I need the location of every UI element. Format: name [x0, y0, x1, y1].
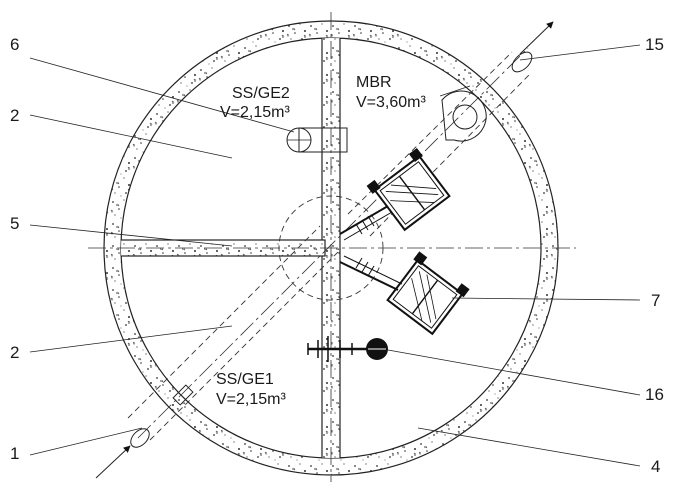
membrane-arm-lower	[339, 255, 403, 291]
callout-2-lower: 2	[10, 343, 19, 362]
compartment-ss-ge2-volume: V=2,15m³	[220, 104, 290, 121]
valve-assembly	[307, 336, 388, 362]
outlet-fitting	[439, 85, 487, 142]
outlet-pipe	[347, 51, 533, 237]
inlet-pipe	[127, 225, 342, 448]
inlet-flow-arrow	[95, 445, 131, 479]
membrane-module-lower	[386, 251, 470, 336]
callout-7: 7	[651, 291, 660, 310]
overflow-pipe	[286, 127, 348, 153]
compartment-ss-ge1-volume: V=2,15m³	[216, 391, 286, 408]
callout-15: 15	[645, 35, 664, 54]
callout-1: 1	[10, 444, 19, 463]
compartment-ss-ge2-name: SS/GE2	[232, 85, 290, 102]
diagonal-pipe-axis	[137, 47, 529, 439]
membrane-module-upper	[366, 147, 451, 232]
leader-lines	[29, 44, 641, 467]
callout-2-upper: 2	[10, 106, 19, 125]
callout-5: 5	[10, 214, 19, 233]
compartment-ss-ge1-name: SS/GE1	[216, 371, 274, 388]
callout-4: 4	[651, 457, 660, 476]
compartment-mbr-volume: V=3,60m³	[356, 94, 426, 111]
callout-16: 16	[645, 385, 664, 404]
manhole-outline	[278, 195, 384, 301]
membrane-arm-upper	[339, 205, 393, 241]
compartment-mbr-name: MBR	[356, 74, 392, 91]
callout-6: 6	[10, 35, 19, 54]
outlet-flow-arrow	[519, 21, 554, 55]
